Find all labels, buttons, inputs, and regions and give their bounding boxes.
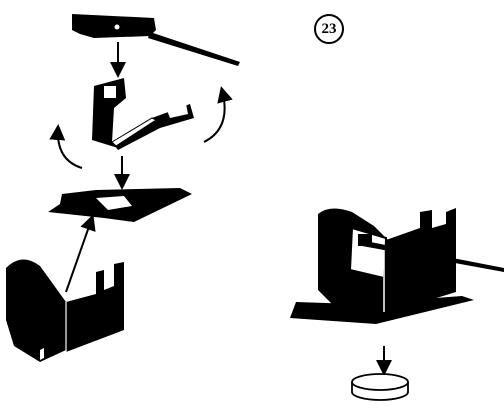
paper-strip xyxy=(72,14,240,66)
coin-weight xyxy=(351,373,409,401)
step-number-badge: 23 xyxy=(314,14,344,44)
folded-bracket xyxy=(92,78,194,150)
rotate-arrow-left xyxy=(49,124,83,169)
rotate-arrow-right xyxy=(203,86,233,143)
up-arrow xyxy=(65,214,96,293)
flat-blank xyxy=(48,188,192,222)
assembled-box xyxy=(290,208,504,324)
step-number: 23 xyxy=(321,20,337,37)
slotted-side-piece xyxy=(6,259,124,362)
